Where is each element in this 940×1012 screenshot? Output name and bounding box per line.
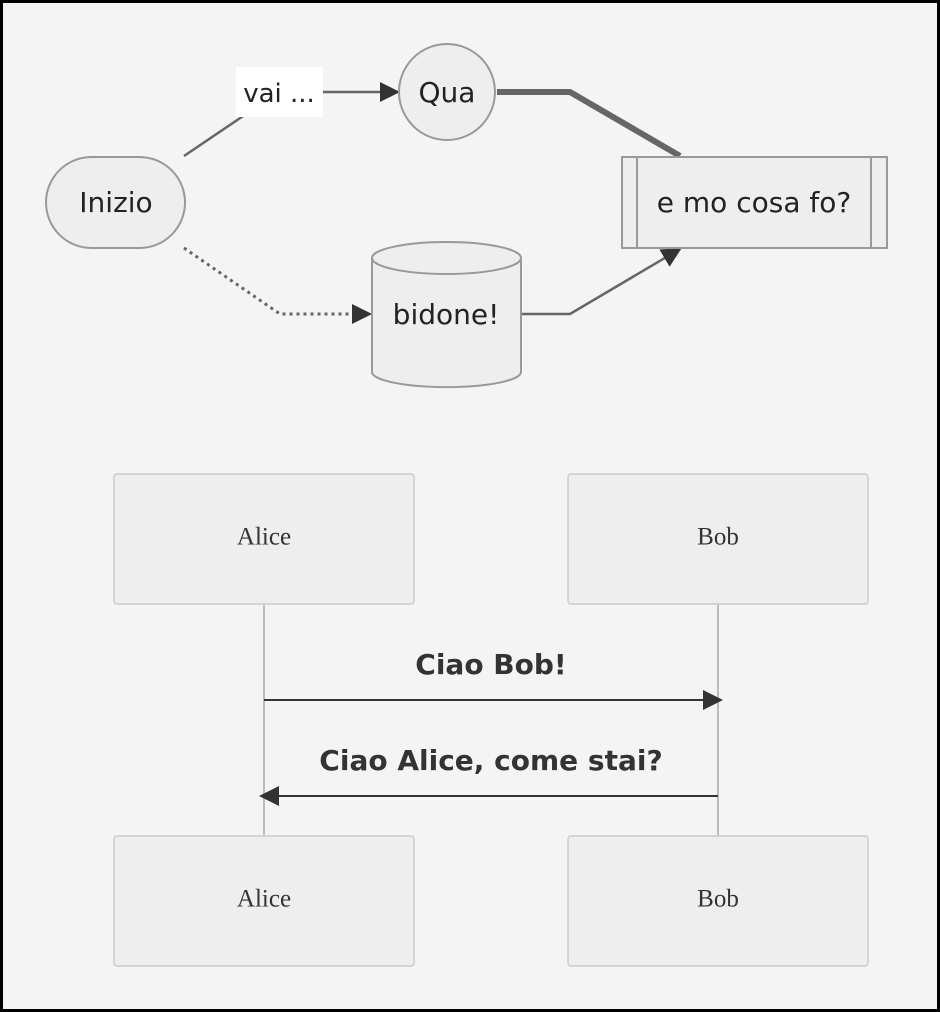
edge-here-to-what: [497, 89, 682, 159]
node-here: Qua: [398, 43, 496, 141]
edge-bin-to-what: [521, 247, 682, 316]
edge-start-to-bin: [183, 246, 372, 324]
node-what: e mo cosa fo?: [621, 156, 888, 249]
actor-bob-bottom-label: Bob: [697, 886, 739, 913]
actor-alice-top-label: Alice: [237, 524, 291, 551]
edge-label-box: [236, 67, 323, 117]
message-2-text: Ciao Alice, come stai?: [319, 744, 662, 777]
edge-label-go: vai ...: [243, 79, 315, 109]
actor-bob-bottom: Bob: [567, 835, 869, 967]
node-bin-label: bidone!: [393, 298, 500, 331]
edge-start-to-here: vai ...: [183, 67, 400, 158]
actor-alice-bottom-label: Alice: [237, 886, 291, 913]
actor-bob-top: Bob: [567, 473, 869, 605]
diagram-svg: vai ... Inizio Qua: [45, 43, 888, 967]
message-1: Ciao Bob!: [264, 648, 723, 710]
actor-alice-top: Alice: [113, 473, 415, 605]
actor-alice-bottom: Alice: [113, 835, 415, 967]
node-here-label: Qua: [419, 76, 476, 109]
actor-bob-top-label: Bob: [697, 524, 739, 551]
node-bin: bidone!: [371, 241, 522, 389]
node-start-label: Inizio: [79, 186, 152, 219]
node-start: Inizio: [45, 156, 186, 249]
node-what-label: e mo cosa fo?: [657, 186, 851, 219]
message-1-text: Ciao Bob!: [415, 648, 566, 681]
message-2: Ciao Alice, come stai?: [259, 744, 718, 806]
sequence-diagram: Alice Bob Ciao Bob! Ciao Alice, come sta…: [113, 473, 869, 967]
flowchart: vai ... Inizio Qua: [45, 43, 888, 389]
